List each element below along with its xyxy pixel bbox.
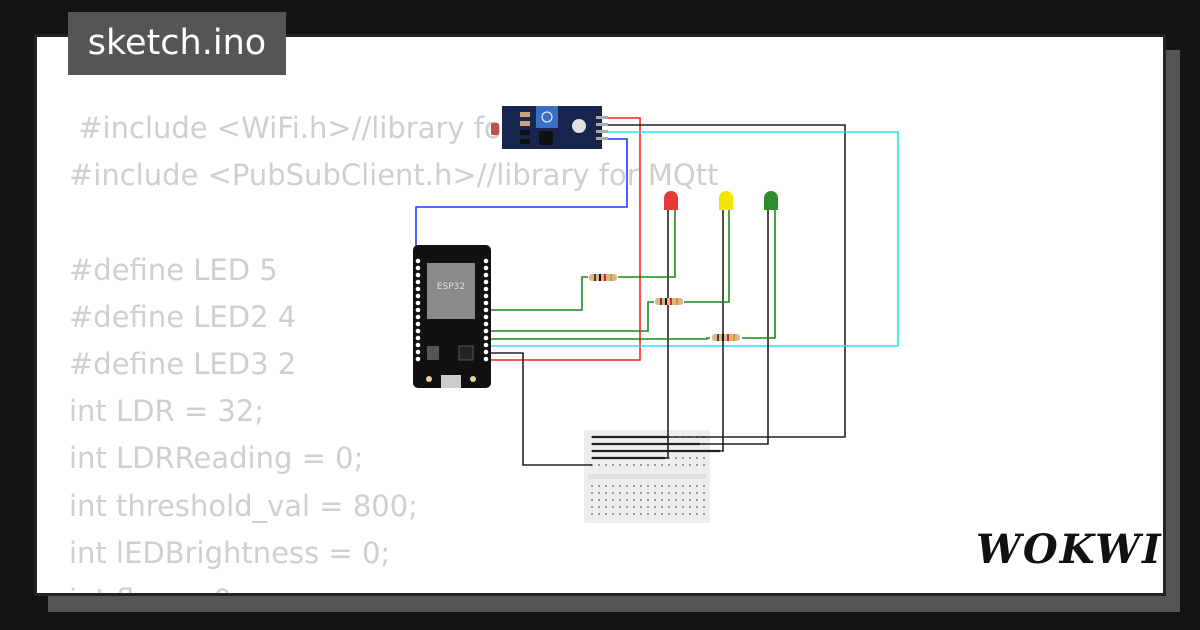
board-label: ESP32 <box>437 282 465 292</box>
wire-gnd-esp <box>487 352 592 466</box>
code-line: #define LED3 2 <box>69 347 297 382</box>
led-red[interactable] <box>664 191 678 210</box>
wire-red-cathode <box>592 210 669 459</box>
code-line: int LDRReading = 0; <box>69 441 364 476</box>
wire-yellow-signal <box>487 301 654 332</box>
led-yellow[interactable] <box>719 191 733 210</box>
wire-green-anode <box>742 210 776 339</box>
wire-green-cathode <box>592 210 769 445</box>
code-line: int threshold_val = 800; <box>69 488 418 523</box>
code-line: int lEDBrightness = 0; <box>69 535 391 570</box>
code-line: #define LED 5 <box>69 252 278 287</box>
resistor <box>589 274 617 281</box>
wire-red-anode <box>618 210 676 278</box>
esp32-board[interactable]: ESP32 <box>413 245 491 388</box>
wires <box>415 117 899 466</box>
code-line: #include <PubSubClient.h>//library for M… <box>69 158 719 193</box>
led-green[interactable] <box>764 191 778 210</box>
code-line: #define LED2 4 <box>69 299 297 334</box>
file-tab: sketch.ino <box>68 12 286 75</box>
resistors <box>589 274 740 341</box>
wire-gnd-sensor <box>592 124 846 438</box>
wokwi-logo: WOKWI <box>976 526 1163 573</box>
wire-red-signal <box>487 276 588 311</box>
code-preview: #include <WiFi.h>//library for #include … <box>69 105 719 593</box>
resistor <box>712 334 740 341</box>
wire-vcc <box>487 117 641 361</box>
wire-analog-out <box>415 138 628 297</box>
resistor <box>655 298 683 305</box>
code-line: int LDR = 32; <box>69 394 265 429</box>
code-line: #include <WiFi.h>//library for <box>69 111 514 145</box>
wire-green-signal <box>487 337 710 340</box>
code-line: int flag = 0; <box>69 583 241 593</box>
ldr-sensor-module[interactable] <box>491 106 608 149</box>
wire-digital-out <box>487 131 899 347</box>
wire-yellow-anode <box>684 210 730 303</box>
